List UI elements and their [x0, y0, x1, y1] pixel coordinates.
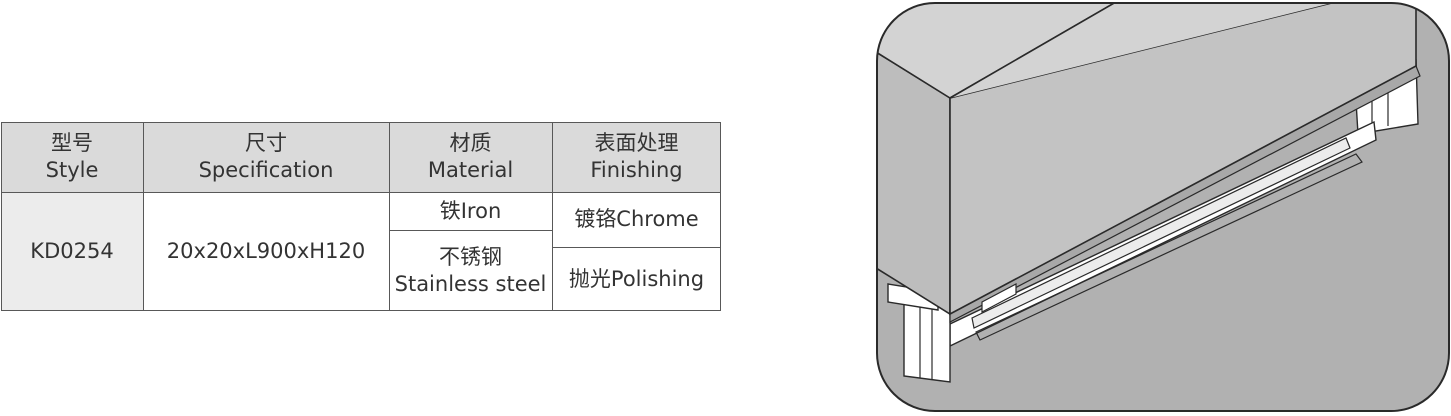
header-style: 型号 Style [1, 122, 143, 192]
finishing-polishing-cell: 抛光Polishing [552, 247, 721, 311]
shelf-bracket-icon [876, 2, 1450, 412]
table-border-right [720, 122, 721, 311]
finishing-row-divider [552, 247, 721, 248]
material-row-divider [389, 230, 552, 231]
finishing-polishing: 抛光Polishing [568, 266, 705, 291]
header-specification-en: Specification [198, 158, 334, 182]
header-specification-zh: 尺寸 [245, 131, 287, 156]
bracket-leg [903, 301, 951, 383]
illustration-frame [876, 2, 1450, 412]
material-iron: 铁Iron [439, 198, 502, 223]
finishing-chrome: 镀铬Chrome [574, 207, 699, 232]
spec-table: 型号 Style 尺寸 Specification 材质 Material 表面… [1, 122, 721, 311]
style-value: KD0254 [30, 239, 114, 264]
header-finishing: 表面处理 Finishing [552, 122, 721, 192]
column-divider-2 [389, 122, 390, 311]
header-material: 材质 Material [389, 122, 552, 192]
header-finishing-en: Finishing [590, 158, 683, 182]
shelf-bracket-illustration [876, 2, 1450, 412]
table-border-left [1, 122, 2, 311]
header-divider [1, 192, 721, 193]
column-divider-3 [552, 122, 553, 311]
header-specification: 尺寸 Specification [143, 122, 389, 192]
material-stainless-cell: 不锈钢 Stainless steel [389, 230, 552, 311]
material-stainless-zh: 不锈钢 [439, 244, 502, 269]
header-finishing-zh: 表面处理 [594, 131, 679, 156]
specification-value: 20x20xL900xH120 [166, 239, 366, 264]
column-divider-1 [143, 122, 144, 311]
material-stainless-en: Stainless steel [394, 271, 547, 296]
finishing-chrome-cell: 镀铬Chrome [552, 192, 721, 247]
table-border-bottom [1, 310, 721, 311]
header-material-en: Material [427, 158, 514, 182]
header-style-zh: 型号 [51, 131, 93, 156]
header-material-zh: 材质 [449, 131, 492, 156]
header-style-en: Style [45, 158, 99, 182]
specification-value-cell: 20x20xL900xH120 [143, 192, 389, 311]
material-iron-cell: 铁Iron [389, 192, 552, 230]
table-border-top [1, 122, 721, 123]
style-value-cell: KD0254 [1, 192, 143, 311]
